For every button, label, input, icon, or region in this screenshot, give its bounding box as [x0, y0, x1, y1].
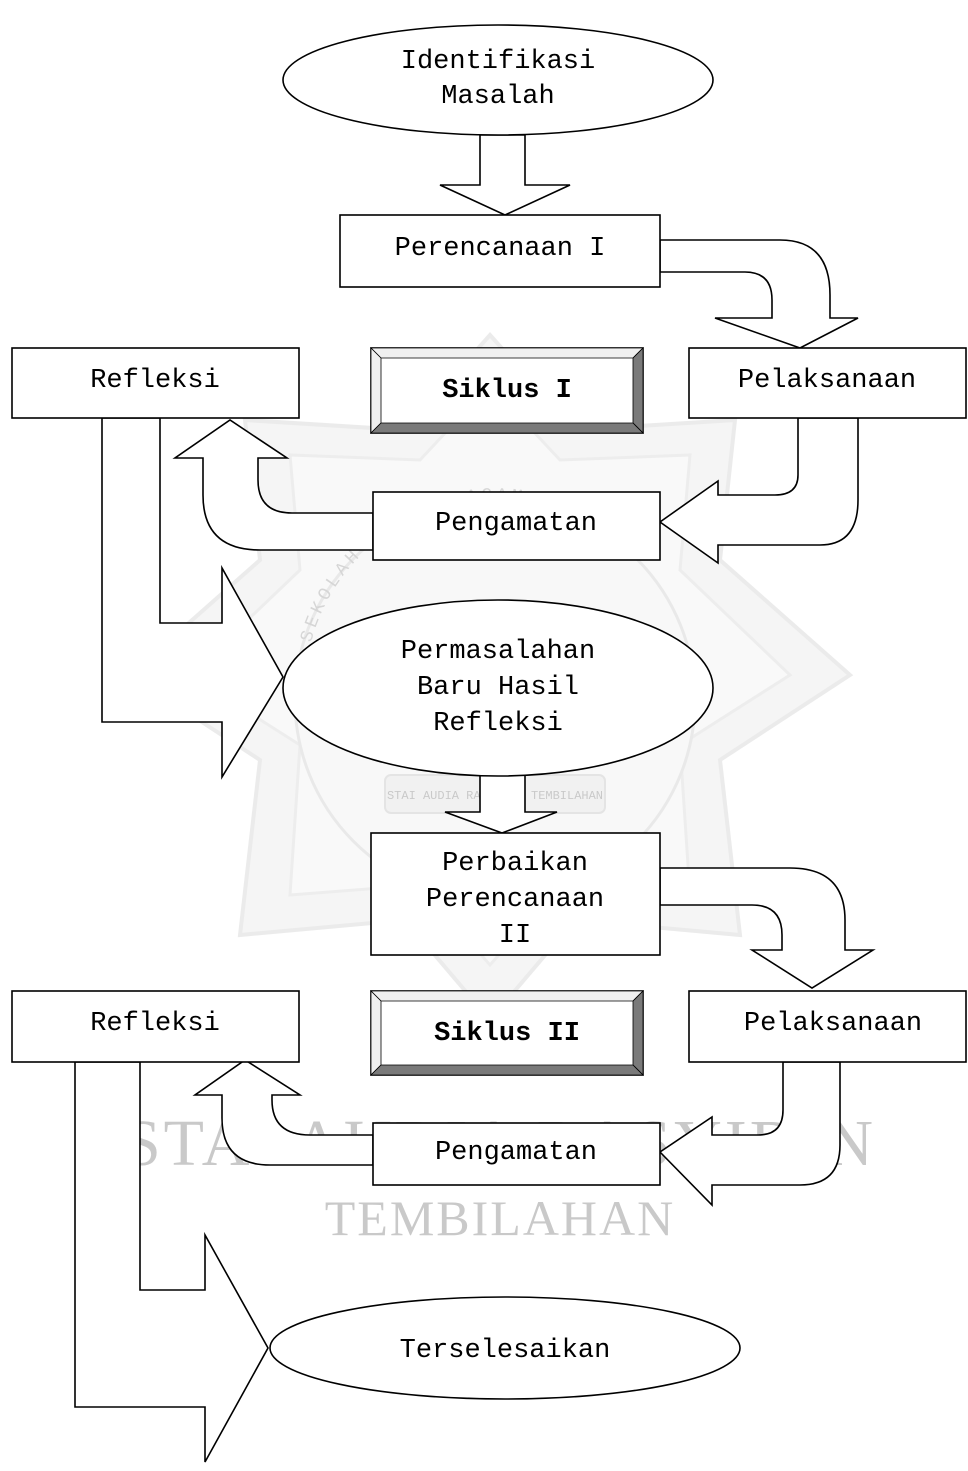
svg-text:Siklus II: Siklus II — [434, 1019, 580, 1049]
svg-text:Pelaksanaan: Pelaksanaan — [738, 366, 916, 396]
node-pengamatan-2: Pengamatan — [372, 1122, 661, 1186]
svg-text:Masalah: Masalah — [441, 82, 554, 112]
arrow-identifikasi-to-perencanaan — [439, 134, 571, 216]
node-permasalahan-baru: Permasalahan Baru Hasil Refleksi — [282, 599, 714, 777]
svg-text:Perencanaan: Perencanaan — [426, 885, 604, 915]
arrow-refleksi-to-permasalahan — [101, 417, 284, 780]
node-perbaikan-perencanaan-2: Perbaikan Perencanaan II — [370, 832, 661, 956]
svg-text:Pengamatan: Pengamatan — [435, 509, 597, 539]
node-pelaksanaan-1: Pelaksanaan — [688, 347, 967, 419]
svg-text:Refleksi: Refleksi — [433, 709, 563, 739]
svg-text:Perencanaan I: Perencanaan I — [395, 234, 606, 264]
svg-text:Pengamatan: Pengamatan — [435, 1138, 597, 1168]
svg-text:Pelaksanaan: Pelaksanaan — [744, 1009, 922, 1039]
node-pengamatan-1: Pengamatan — [372, 491, 661, 561]
arrow-pengamatan-to-refleksi-2 — [192, 1059, 374, 1166]
node-terselesaikan: Terselesaikan — [269, 1296, 741, 1400]
arrow-refleksi-to-terselesaikan — [74, 1061, 269, 1463]
arrow-perbaikan-to-pelaksanaan — [659, 867, 876, 989]
arrow-perencanaan-to-pelaksanaan — [659, 239, 859, 349]
svg-text:Siklus I: Siklus I — [442, 376, 572, 406]
svg-text:Refleksi: Refleksi — [90, 1009, 220, 1039]
watermark-text-line2: TEMBILAHAN — [325, 1190, 676, 1246]
node-refleksi-1: Refleksi — [11, 347, 300, 419]
svg-text:II: II — [499, 921, 531, 951]
svg-text:Refleksi: Refleksi — [90, 366, 220, 396]
svg-text:Identifikasi: Identifikasi — [401, 47, 595, 77]
node-refleksi-2: Refleksi — [11, 990, 300, 1063]
svg-text:Perbaikan: Perbaikan — [442, 849, 588, 879]
svg-text:Terselesaikan: Terselesaikan — [400, 1336, 611, 1366]
node-identifikasi-masalah: Identifikasi Masalah — [282, 24, 714, 136]
arrow-pelaksanaan-to-pengamatan-2 — [658, 1061, 841, 1207]
node-perencanaan-1: Perencanaan I — [339, 214, 661, 288]
arrow-pengamatan-to-refleksi-1 — [172, 419, 374, 551]
arrow-permasalahan-to-perbaikan — [444, 774, 558, 834]
node-siklus-1: Siklus I — [370, 347, 644, 434]
svg-text:Permasalahan: Permasalahan — [401, 637, 595, 667]
node-pelaksanaan-2: Pelaksanaan — [688, 990, 967, 1063]
node-siklus-2: Siklus II — [370, 990, 644, 1076]
svg-text:Baru Hasil: Baru Hasil — [417, 673, 579, 703]
arrow-pelaksanaan-to-pengamatan-1 — [658, 417, 859, 565]
